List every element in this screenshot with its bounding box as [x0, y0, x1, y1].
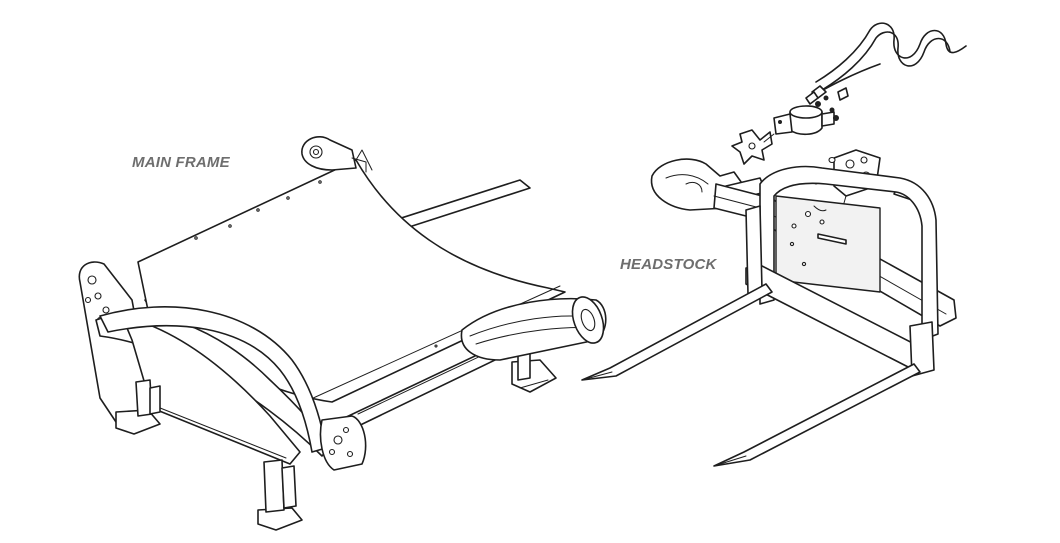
left-leg [745, 205, 763, 295]
hydraulic-hoses [805, 22, 967, 105]
right-tine [713, 363, 921, 467]
main-frame-assembly [78, 136, 607, 531]
hydraulic-motor [773, 105, 839, 136]
main-frame-label: MAIN FRAME [132, 154, 230, 171]
left-tine [581, 283, 773, 381]
front-end-plate [319, 415, 367, 471]
headstock-label: HEADSTOCK [620, 256, 717, 273]
headstock-assembly [581, 22, 967, 467]
headstock-back-plate [775, 195, 881, 293]
front-right-foot [257, 459, 303, 531]
arched-handle [99, 306, 327, 453]
hose-fittings [815, 87, 849, 113]
right-roller-tube [460, 296, 607, 361]
front-left-foot [115, 379, 161, 435]
right-leg [909, 321, 935, 377]
drive-coupling [731, 129, 775, 165]
rear-pivot-mount [301, 136, 367, 173]
